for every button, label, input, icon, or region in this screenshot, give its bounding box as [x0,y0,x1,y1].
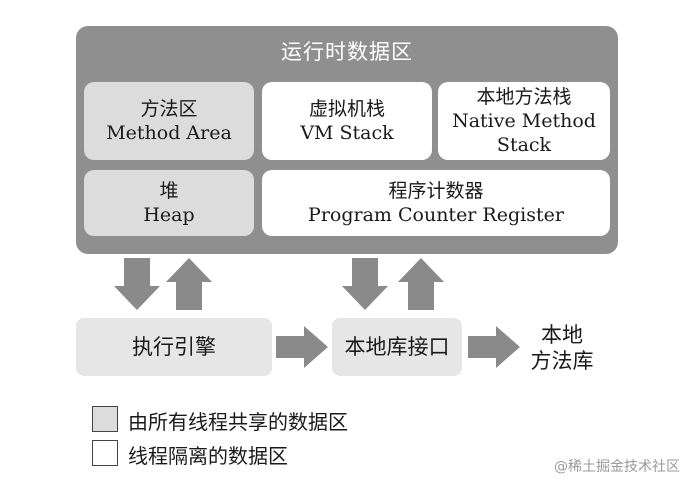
legend-shared-label: 由所有线程共享的数据区 [128,410,348,434]
vm-stack: 虚拟机栈 VM Stack [262,82,432,160]
native-method-library-line1: 本地 [541,323,583,347]
native-method-stack: 本地方法栈 Native Method Stack [438,82,610,160]
runtime-data-area-title: 运行时数据区 [281,40,413,64]
native-library-interface-label: 本地库接口 [344,335,450,359]
legend-shared-swatch [92,406,118,432]
native-method-stack-en-line2: Stack [496,134,552,156]
up-arrow-engine [166,258,212,310]
program-counter-zh: 程序计数器 [388,180,484,202]
up-arrow-native-interface [398,258,444,310]
heap-zh: 堆 [159,180,179,202]
method-area-en: Method Area [106,122,232,144]
legend-isolated-swatch [92,440,118,466]
program-counter-en: Program Counter Register [308,204,564,226]
method-area: 方法区 Method Area [84,82,254,160]
legend-isolated-label: 线程隔离的数据区 [128,444,288,468]
right-arrow-interface-to-library [468,326,520,368]
heap-en: Heap [143,204,195,226]
native-method-library: 本地 方法库 [522,320,602,376]
native-method-stack-zh: 本地方法栈 [476,86,572,108]
method-area-zh: 方法区 [140,98,198,120]
native-library-interface: 本地库接口 [332,318,462,376]
native-method-stack-en-line1: Native Method [452,110,596,132]
heap: 堆 Heap [84,170,254,236]
down-arrow-engine [114,258,160,310]
watermark: @稀土掘金技术社区 [554,459,680,475]
execution-engine-label: 执行引擎 [132,335,216,359]
program-counter-register: 程序计数器 Program Counter Register [262,170,610,236]
vm-stack-zh: 虚拟机栈 [308,98,385,120]
execution-engine: 执行引擎 [76,318,272,376]
right-arrow-engine-to-interface [276,326,328,368]
down-arrow-native-interface [342,258,388,310]
native-method-library-line2: 方法库 [530,349,594,373]
vm-stack-en: VM Stack [300,122,394,144]
